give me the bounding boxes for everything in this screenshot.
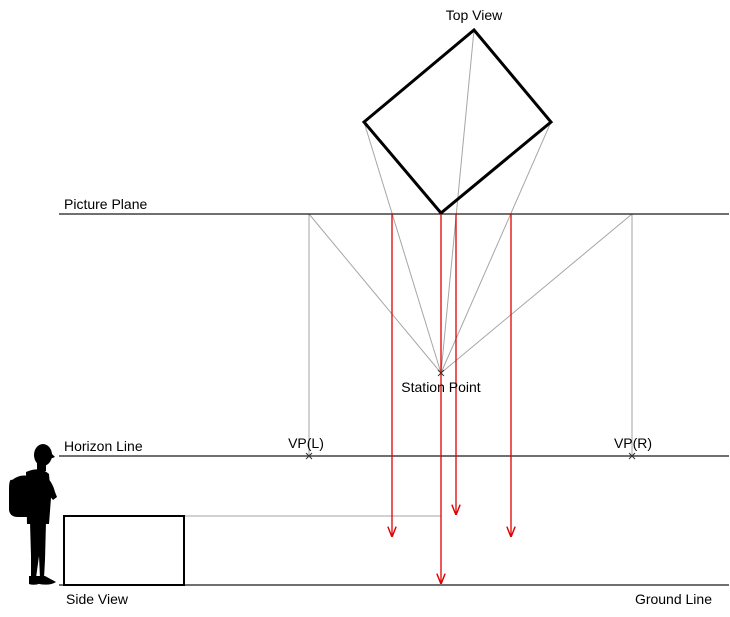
construction-lines — [184, 29, 633, 517]
station-point-marker-icon — [437, 369, 445, 377]
person-silhouette-icon — [9, 444, 57, 585]
ground-line-label: Ground Line — [635, 591, 712, 607]
side-view-label: Side View — [66, 591, 129, 607]
vp-left-marker-icon — [305, 452, 313, 460]
top-view-square — [361, 27, 554, 216]
vp-right-label: VP(R) — [614, 435, 652, 451]
sightline-left-corner — [363, 121, 442, 374]
projection-arrows — [392, 214, 511, 583]
sightline-top-corner — [440, 29, 475, 374]
station-point-label: Station Point — [401, 379, 480, 395]
vp-left-label: VP(L) — [288, 435, 324, 451]
top-view-label: Top View — [446, 7, 503, 23]
vp-left-construction-line — [308, 213, 442, 374]
vp-right-marker-icon — [628, 452, 636, 460]
side-view-rectangle — [63, 515, 185, 586]
picture-plane-label: Picture Plane — [64, 196, 147, 212]
sightline-right-corner — [440, 121, 552, 374]
vp-right-construction-line — [440, 213, 633, 374]
horizon-line-label: Horizon Line — [64, 438, 143, 454]
